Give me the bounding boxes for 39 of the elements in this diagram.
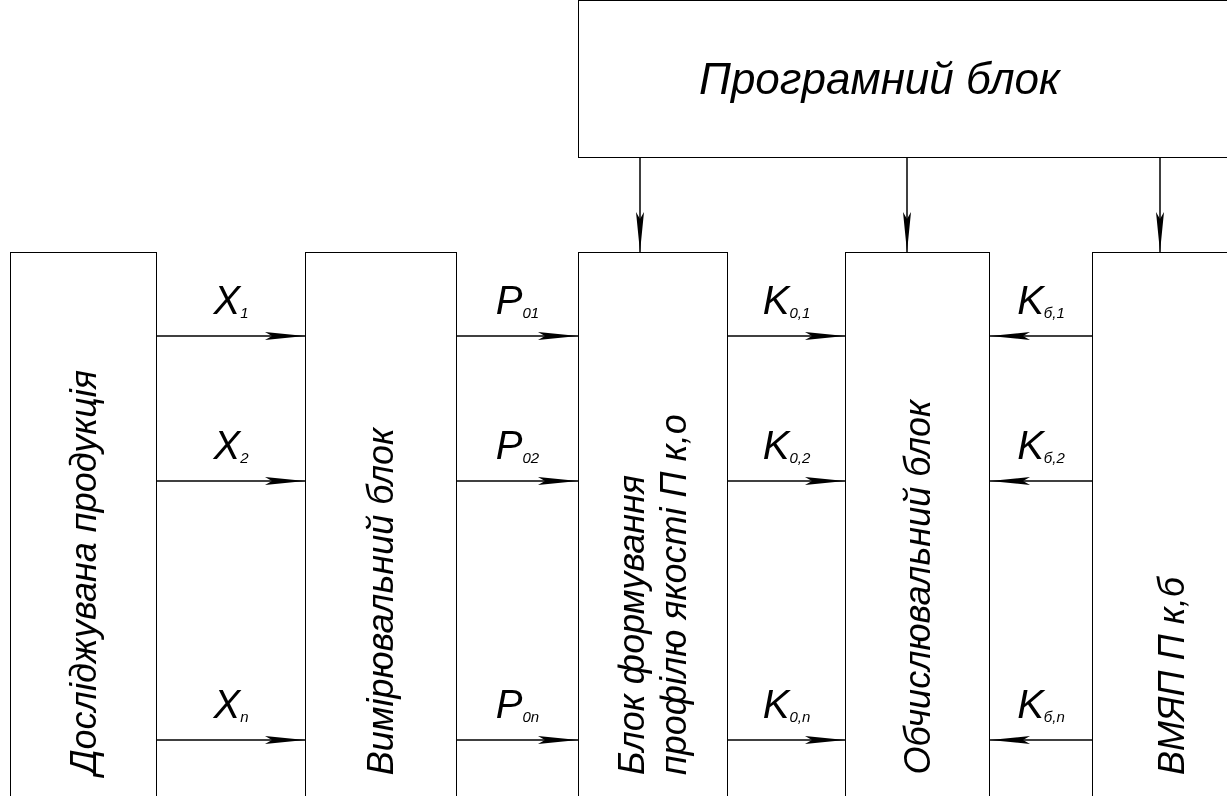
arrow bbox=[456, 477, 579, 485]
block-label: Вимірювальний блок bbox=[360, 427, 402, 775]
block-box bbox=[845, 252, 990, 796]
edge-label: P$_{02}$ bbox=[495, 423, 540, 467]
arrow bbox=[1156, 157, 1164, 253]
block-box bbox=[1092, 252, 1227, 796]
arrow bbox=[727, 736, 846, 744]
arrow bbox=[456, 736, 579, 744]
arrow bbox=[989, 332, 1093, 340]
edge-label: K$_{б,n}$ bbox=[1017, 682, 1065, 726]
edge-label: K$_{0,1}$ bbox=[762, 278, 811, 322]
arrow bbox=[727, 332, 846, 340]
arrow bbox=[456, 332, 579, 340]
arrow bbox=[156, 736, 306, 744]
arrow bbox=[989, 477, 1093, 485]
block-label: Блок формування профілю якості П к,о bbox=[611, 413, 695, 775]
block-box bbox=[10, 252, 157, 796]
edge-label: K$_{0,2}$ bbox=[762, 423, 811, 467]
block-label: Обчислювальний блок bbox=[896, 400, 939, 775]
arrow bbox=[989, 736, 1093, 744]
edge-label: X$_{1}$ bbox=[213, 278, 249, 322]
arrow bbox=[727, 477, 846, 485]
block-box bbox=[305, 252, 457, 796]
edge-label: X$_{2}$ bbox=[213, 423, 249, 467]
edge-label: K$_{0,n}$ bbox=[762, 682, 811, 726]
edge-label: K$_{б,2}$ bbox=[1017, 423, 1065, 467]
arrow bbox=[636, 157, 644, 253]
edge-label: K$_{б,1}$ bbox=[1017, 278, 1065, 322]
arrow bbox=[156, 332, 306, 340]
arrow bbox=[156, 477, 306, 485]
edge-label: P$_{0n}$ bbox=[495, 682, 540, 726]
arrow bbox=[903, 157, 911, 253]
block-box bbox=[578, 252, 728, 796]
edge-label: X$_{n}$ bbox=[213, 682, 249, 726]
edge-label: P$_{01}$ bbox=[495, 278, 540, 322]
block-label: ВМЯП П к,б bbox=[1151, 577, 1193, 775]
block-label: Досліджувана продукція bbox=[62, 370, 105, 775]
block-label: Програмний блок bbox=[699, 54, 1060, 104]
block-box bbox=[578, 0, 1227, 158]
